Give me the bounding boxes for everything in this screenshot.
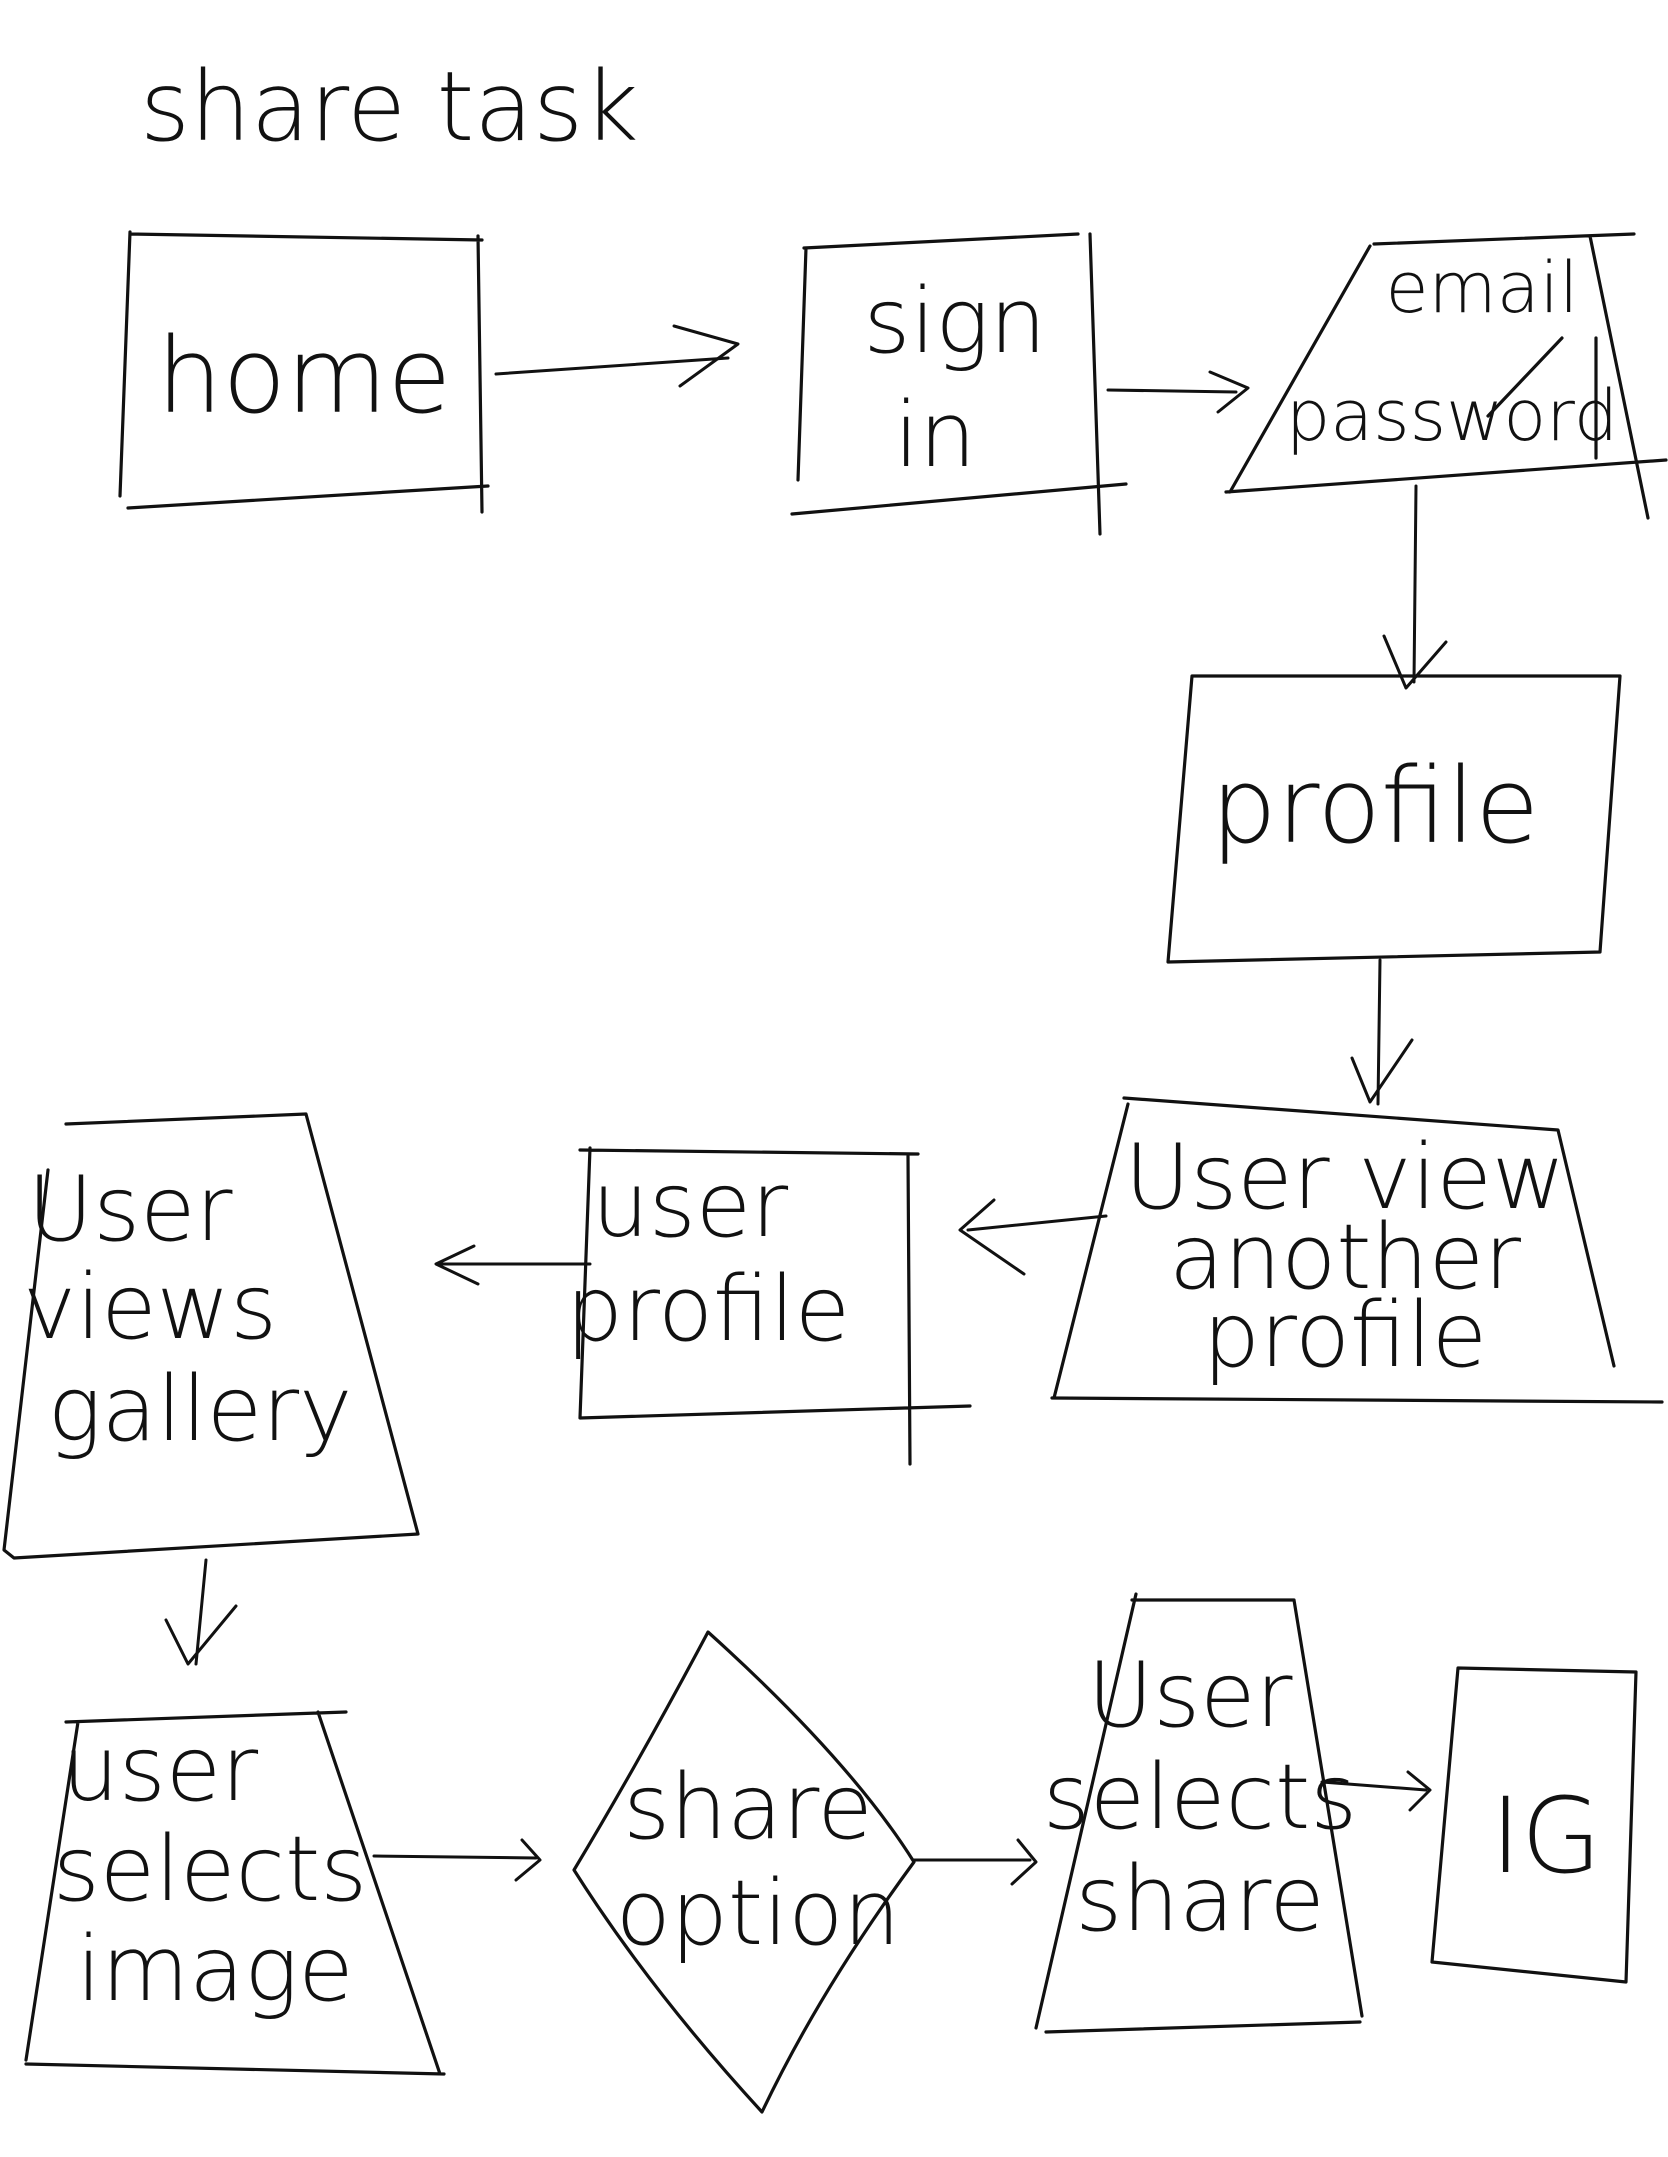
node-user-profile-line-1: user: [592, 1153, 788, 1258]
node-user-selects-image-line-2: selects: [53, 1817, 367, 1922]
node-user-selects-image-line-3: image: [76, 1917, 353, 2022]
arrowhead-icon: [958, 1198, 1026, 1276]
node-sign-in-line-1: sign: [864, 269, 1047, 374]
node-user-view-another-profile: User view another profile: [1050, 1096, 1664, 1404]
edge-user-views-gallery-to-user-selects-image: [164, 1558, 238, 1666]
node-home-label: home: [157, 315, 452, 437]
node-profile: profile: [1166, 674, 1622, 964]
node-profile-label: profile: [1211, 745, 1540, 867]
node-user-views-gallery-line-3: gallery: [48, 1357, 353, 1462]
edge-profile-to-user-view-another-profile: [1350, 958, 1414, 1106]
node-user-selects-share-line-3: share: [1075, 1847, 1324, 1952]
node-user-profile: user profile: [566, 1146, 972, 1466]
edge-user-selects-image-to-share-option: [372, 1838, 542, 1882]
diagram-title: share task: [140, 51, 639, 163]
node-sign-in: sign in: [790, 232, 1128, 536]
edge-user-selects-share-to-ig: [1320, 1770, 1432, 1812]
node-share-option-line-2: option: [616, 1861, 901, 1966]
arrowhead-icon: [164, 1604, 238, 1666]
node-user-selects-image: user selects image: [24, 1710, 446, 2076]
node-user-view-another-profile-line-3: profile: [1203, 1283, 1487, 1388]
node-ig: IG: [1430, 1666, 1638, 1984]
node-user-selects-image-line-1: user: [62, 1717, 258, 1822]
arrowhead-icon: [1406, 1770, 1432, 1812]
edge-sign-in-to-credentials: [1106, 370, 1250, 414]
arrowhead-icon: [1350, 1038, 1414, 1104]
node-share-option-line-1: share: [623, 1755, 872, 1860]
node-user-selects-share: User selects share: [1034, 1592, 1364, 2034]
arrowhead-icon: [1382, 634, 1448, 690]
arrowhead-icon: [514, 1838, 542, 1882]
node-user-views-gallery: User views gallery: [2, 1112, 420, 1560]
arrowhead-icon: [672, 324, 740, 388]
edge-user-view-another-profile-to-user-profile: [958, 1198, 1108, 1276]
node-credentials-line-1: email: [1385, 247, 1578, 329]
arrowhead-icon: [1010, 1838, 1038, 1886]
arrowhead-icon: [1208, 370, 1250, 414]
node-user-view-another-profile-line-2: another: [1169, 1205, 1521, 1310]
node-home: home: [118, 230, 490, 514]
node-credentials: email password: [1224, 232, 1668, 520]
node-user-selects-share-line-1: User: [1087, 1643, 1292, 1748]
node-user-profile-line-2: profile: [566, 1257, 850, 1362]
edge-credentials-to-profile: [1382, 484, 1448, 690]
node-user-selects-share-line-2: selects: [1043, 1745, 1357, 1850]
node-share-option: share option: [572, 1630, 916, 2114]
node-user-views-gallery-line-1: User: [27, 1157, 232, 1262]
arrowhead-icon: [434, 1244, 480, 1286]
node-sign-in-line-2: in: [894, 383, 976, 488]
node-user-view-another-profile-line-1: User view: [1125, 1125, 1566, 1230]
edge-share-option-to-user-selects-share: [912, 1838, 1038, 1886]
node-user-views-gallery-line-2: views: [23, 1255, 277, 1360]
node-credentials-line-2: password: [1286, 375, 1618, 457]
edge-home-to-sign-in: [494, 324, 740, 388]
node-ig-label: IG: [1490, 1775, 1601, 1897]
edge-user-profile-to-user-views-gallery: [434, 1244, 592, 1286]
